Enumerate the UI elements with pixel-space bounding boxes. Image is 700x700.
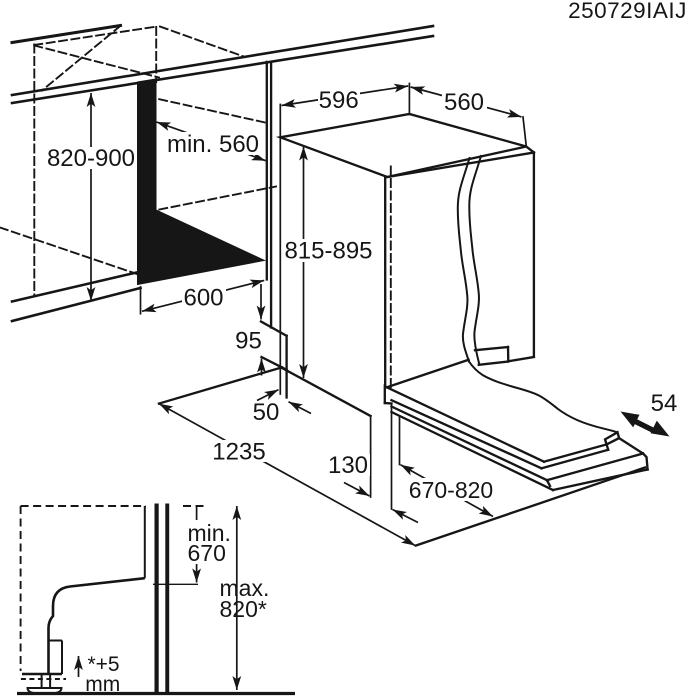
svg-text:560: 560 xyxy=(444,89,484,116)
svg-text:670: 670 xyxy=(188,540,226,566)
svg-text:min.: min. xyxy=(188,520,231,546)
svg-text:596: 596 xyxy=(319,87,359,114)
svg-text:max.: max. xyxy=(220,575,270,601)
svg-text:820*: 820* xyxy=(220,596,267,622)
svg-text:95: 95 xyxy=(235,328,262,355)
svg-text:130: 130 xyxy=(328,452,368,479)
svg-text:820-900: 820-900 xyxy=(47,145,135,172)
svg-text:250729IAIJ: 250729IAIJ xyxy=(568,0,687,23)
svg-text:*+5: *+5 xyxy=(88,653,120,676)
svg-text:815-895: 815-895 xyxy=(284,238,372,265)
svg-text:mm: mm xyxy=(85,673,120,696)
svg-text:670-820: 670-820 xyxy=(409,477,493,503)
svg-text:54: 54 xyxy=(651,390,678,417)
svg-text:1235: 1235 xyxy=(212,439,265,466)
svg-text:600: 600 xyxy=(183,285,223,312)
svg-text:50: 50 xyxy=(253,399,280,426)
svg-text:min. 560: min. 560 xyxy=(167,131,259,158)
